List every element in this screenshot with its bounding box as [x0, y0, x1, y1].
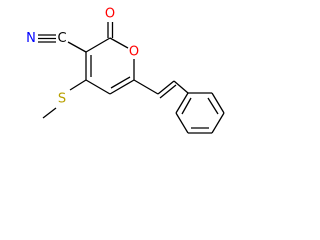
bond-vinyl-double-2 — [159, 84, 177, 99]
bond-vinyl-phenyl — [173, 80, 189, 94]
bond-s-ch3 — [42, 107, 57, 119]
carbonyl-group — [107, 22, 114, 38]
bond-o1-c2 — [109, 37, 129, 49]
bond-ph-2-inner — [207, 97, 219, 115]
bond-c3-cn — [67, 41, 87, 53]
atom-label-nitrile-carbon: C — [57, 31, 66, 46]
bond-ph-5 — [175, 112, 189, 134]
phenyl-ring — [175, 92, 225, 134]
atom-label-carbonyl-oxygen: O — [105, 7, 115, 22]
styryl-group — [133, 79, 189, 99]
nitrile-group — [38, 34, 87, 53]
bond-ph-3 — [211, 112, 225, 134]
bond-vinyl-double — [157, 80, 175, 95]
bond-ph-2 — [211, 92, 225, 114]
atom-label-sulfur: S — [58, 92, 66, 107]
pyranone-ring — [85, 37, 135, 95]
bond-c5-c6-inner — [110, 76, 131, 89]
bond-c2-c3 — [85, 37, 111, 53]
bond-c5-c6 — [109, 79, 135, 95]
atom-label-nitrile-nitrogen: N — [26, 31, 36, 46]
bond-ph-6-inner — [181, 97, 192, 115]
bond-c4-s — [69, 79, 87, 91]
bond-c6-vinyl — [133, 79, 159, 95]
methylthio-group — [42, 79, 87, 119]
atom-label-ring-oxygen: O — [129, 45, 139, 60]
bond-c4-c5 — [85, 79, 111, 95]
bond-ph-6 — [175, 92, 189, 114]
molecule-drawing: O O C N S — [26, 7, 225, 134]
structure-canvas: O O C N S — [0, 0, 237, 150]
